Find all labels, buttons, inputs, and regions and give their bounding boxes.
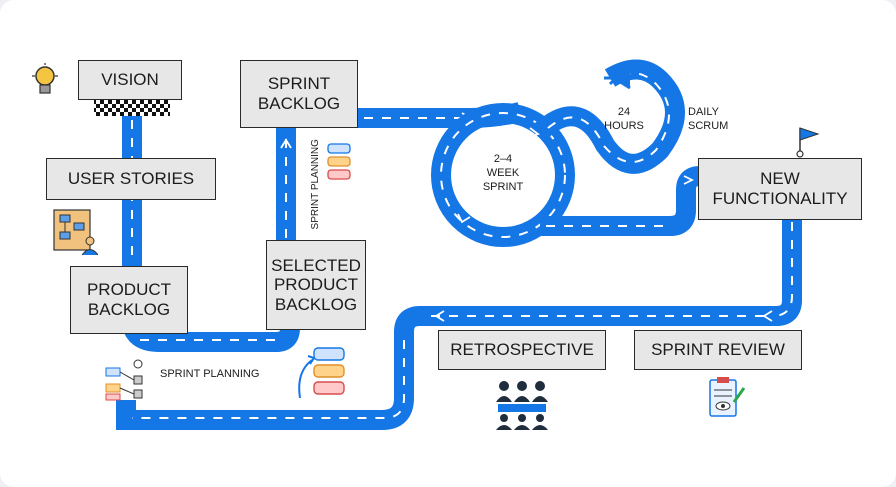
retrospective-label: RETROSPECTIVE (450, 340, 594, 360)
curved-arrow-icon (298, 359, 313, 399)
team-meeting-icon (496, 381, 548, 430)
road-selected-to-sprint-backlog (276, 128, 296, 245)
road-new-functionality-to-review (116, 215, 802, 430)
product-backlog-box: PRODUCT BACKLOG (70, 266, 188, 334)
daily-cycle-label: 24 HOURS (604, 106, 644, 132)
selected-product-backlog-label: SELECTED PRODUCT BACKLOG (271, 255, 361, 314)
sprint-planning-bottom-label: SPRINT PLANNING (160, 368, 260, 380)
sprint-loop-road (431, 103, 575, 247)
user-stories-box: USER STORIES (46, 158, 216, 200)
selected-product-backlog-box: SELECTED PRODUCT BACKLOG (266, 240, 366, 330)
product-backlog-label: PRODUCT BACKLOG (86, 280, 172, 319)
lightbulb-icon (32, 63, 58, 94)
new-functionality-box: NEW FUNCTIONALITY (698, 158, 862, 220)
retrospective-box: RETROSPECTIVE (438, 330, 606, 370)
sprint-backlog-label: SPRINT BACKLOG (257, 74, 341, 113)
checkered-flag-icon (94, 100, 170, 116)
daily-scrum-label: DAILY SCRUM (688, 106, 729, 132)
road-loop-to-new-functionality (540, 166, 701, 236)
sprint-review-label: SPRINT REVIEW (651, 340, 785, 360)
process-diagram-icon (105, 359, 143, 401)
sprint-backlog-box: SPRINT BACKLOG (240, 60, 358, 128)
sprint-cycle-label: 2–4 WEEK SPRINT (482, 153, 524, 193)
flowchart-person-icon (53, 209, 98, 256)
user-stories-label: USER STORIES (67, 169, 195, 189)
clipboard-review-icon (709, 377, 746, 417)
sprint-planning-vertical-label: SPRINT PLANNING (309, 139, 321, 230)
task-cards-large-icon (313, 347, 345, 395)
vision-box: VISION (78, 60, 182, 100)
sprint-review-box: SPRINT REVIEW (634, 330, 802, 370)
new-functionality-label: NEW FUNCTIONALITY (712, 169, 848, 208)
goal-flag-icon (796, 127, 820, 158)
daily-scrum-loop-road (533, 59, 685, 174)
task-cards-icon (327, 143, 351, 180)
vision-label: VISION (101, 70, 159, 90)
